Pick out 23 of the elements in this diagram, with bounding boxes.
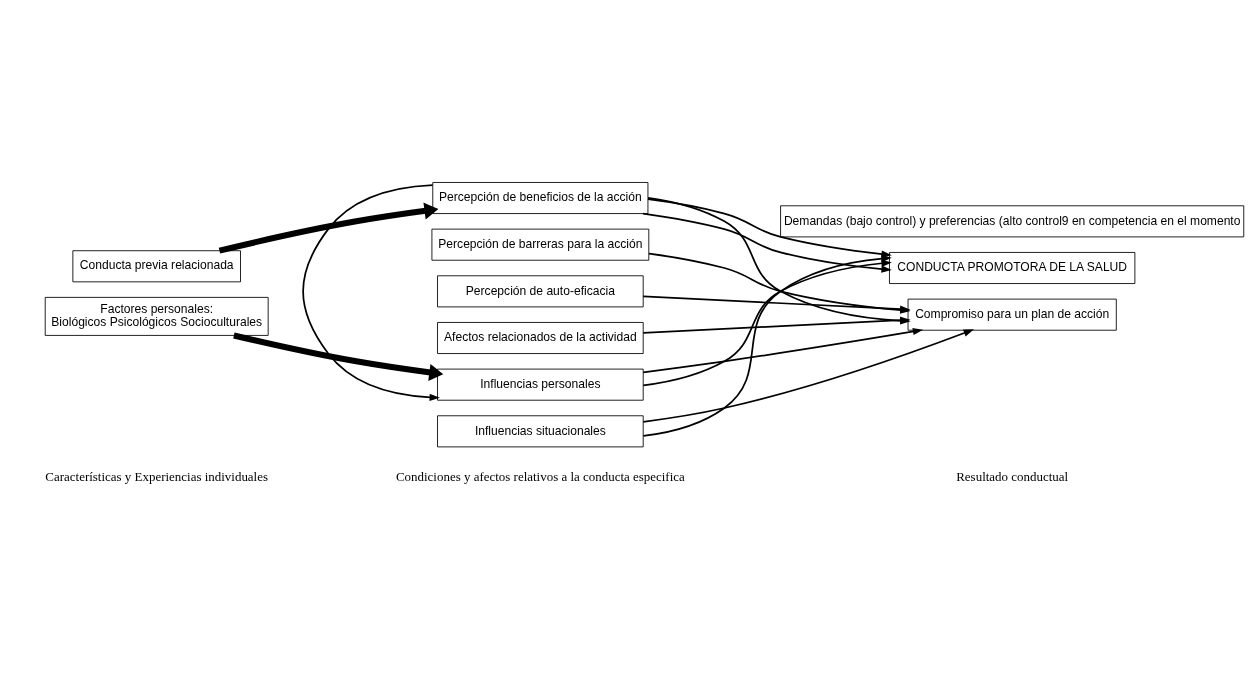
arrow (642, 327, 924, 373)
arrow (642, 295, 911, 313)
label: Condiciones y afectos relativos a la conducta especifica (395, 468, 685, 484)
label: Características y Experiencias individuales (45, 468, 269, 484)
node-box: Influencias situacionales (437, 414, 644, 447)
node-box: Factores personales: Biológicos Psicológicos Socioculturales (44, 296, 269, 336)
arrow (302, 183, 440, 401)
node-box: Compromiso para un plan de acción (907, 298, 1117, 331)
arrow (648, 252, 911, 314)
node-box: Conducta previa relacionada (72, 249, 241, 282)
arrow (233, 332, 444, 381)
label: Resultado conductual (956, 468, 1069, 484)
node-box: CONDUCTA PROMOTORA DE LA SALUD (889, 251, 1136, 284)
node-box: Demandas (bajo control) y preferencias (alto control9 en competencia en el momento (780, 204, 1245, 237)
arrow (642, 254, 892, 437)
arrow (642, 259, 892, 386)
node-box: Percepción de beneficios de la acción (432, 181, 649, 214)
node-box: Percepción de auto-eficacia (437, 274, 644, 307)
node-box: Afectos relacionados de la actividad (437, 321, 644, 354)
arrow (218, 201, 439, 254)
arrow (642, 328, 975, 423)
node-box: Influencias personales (437, 368, 644, 401)
node-box: Percepción de barreras para la acción (431, 228, 650, 261)
